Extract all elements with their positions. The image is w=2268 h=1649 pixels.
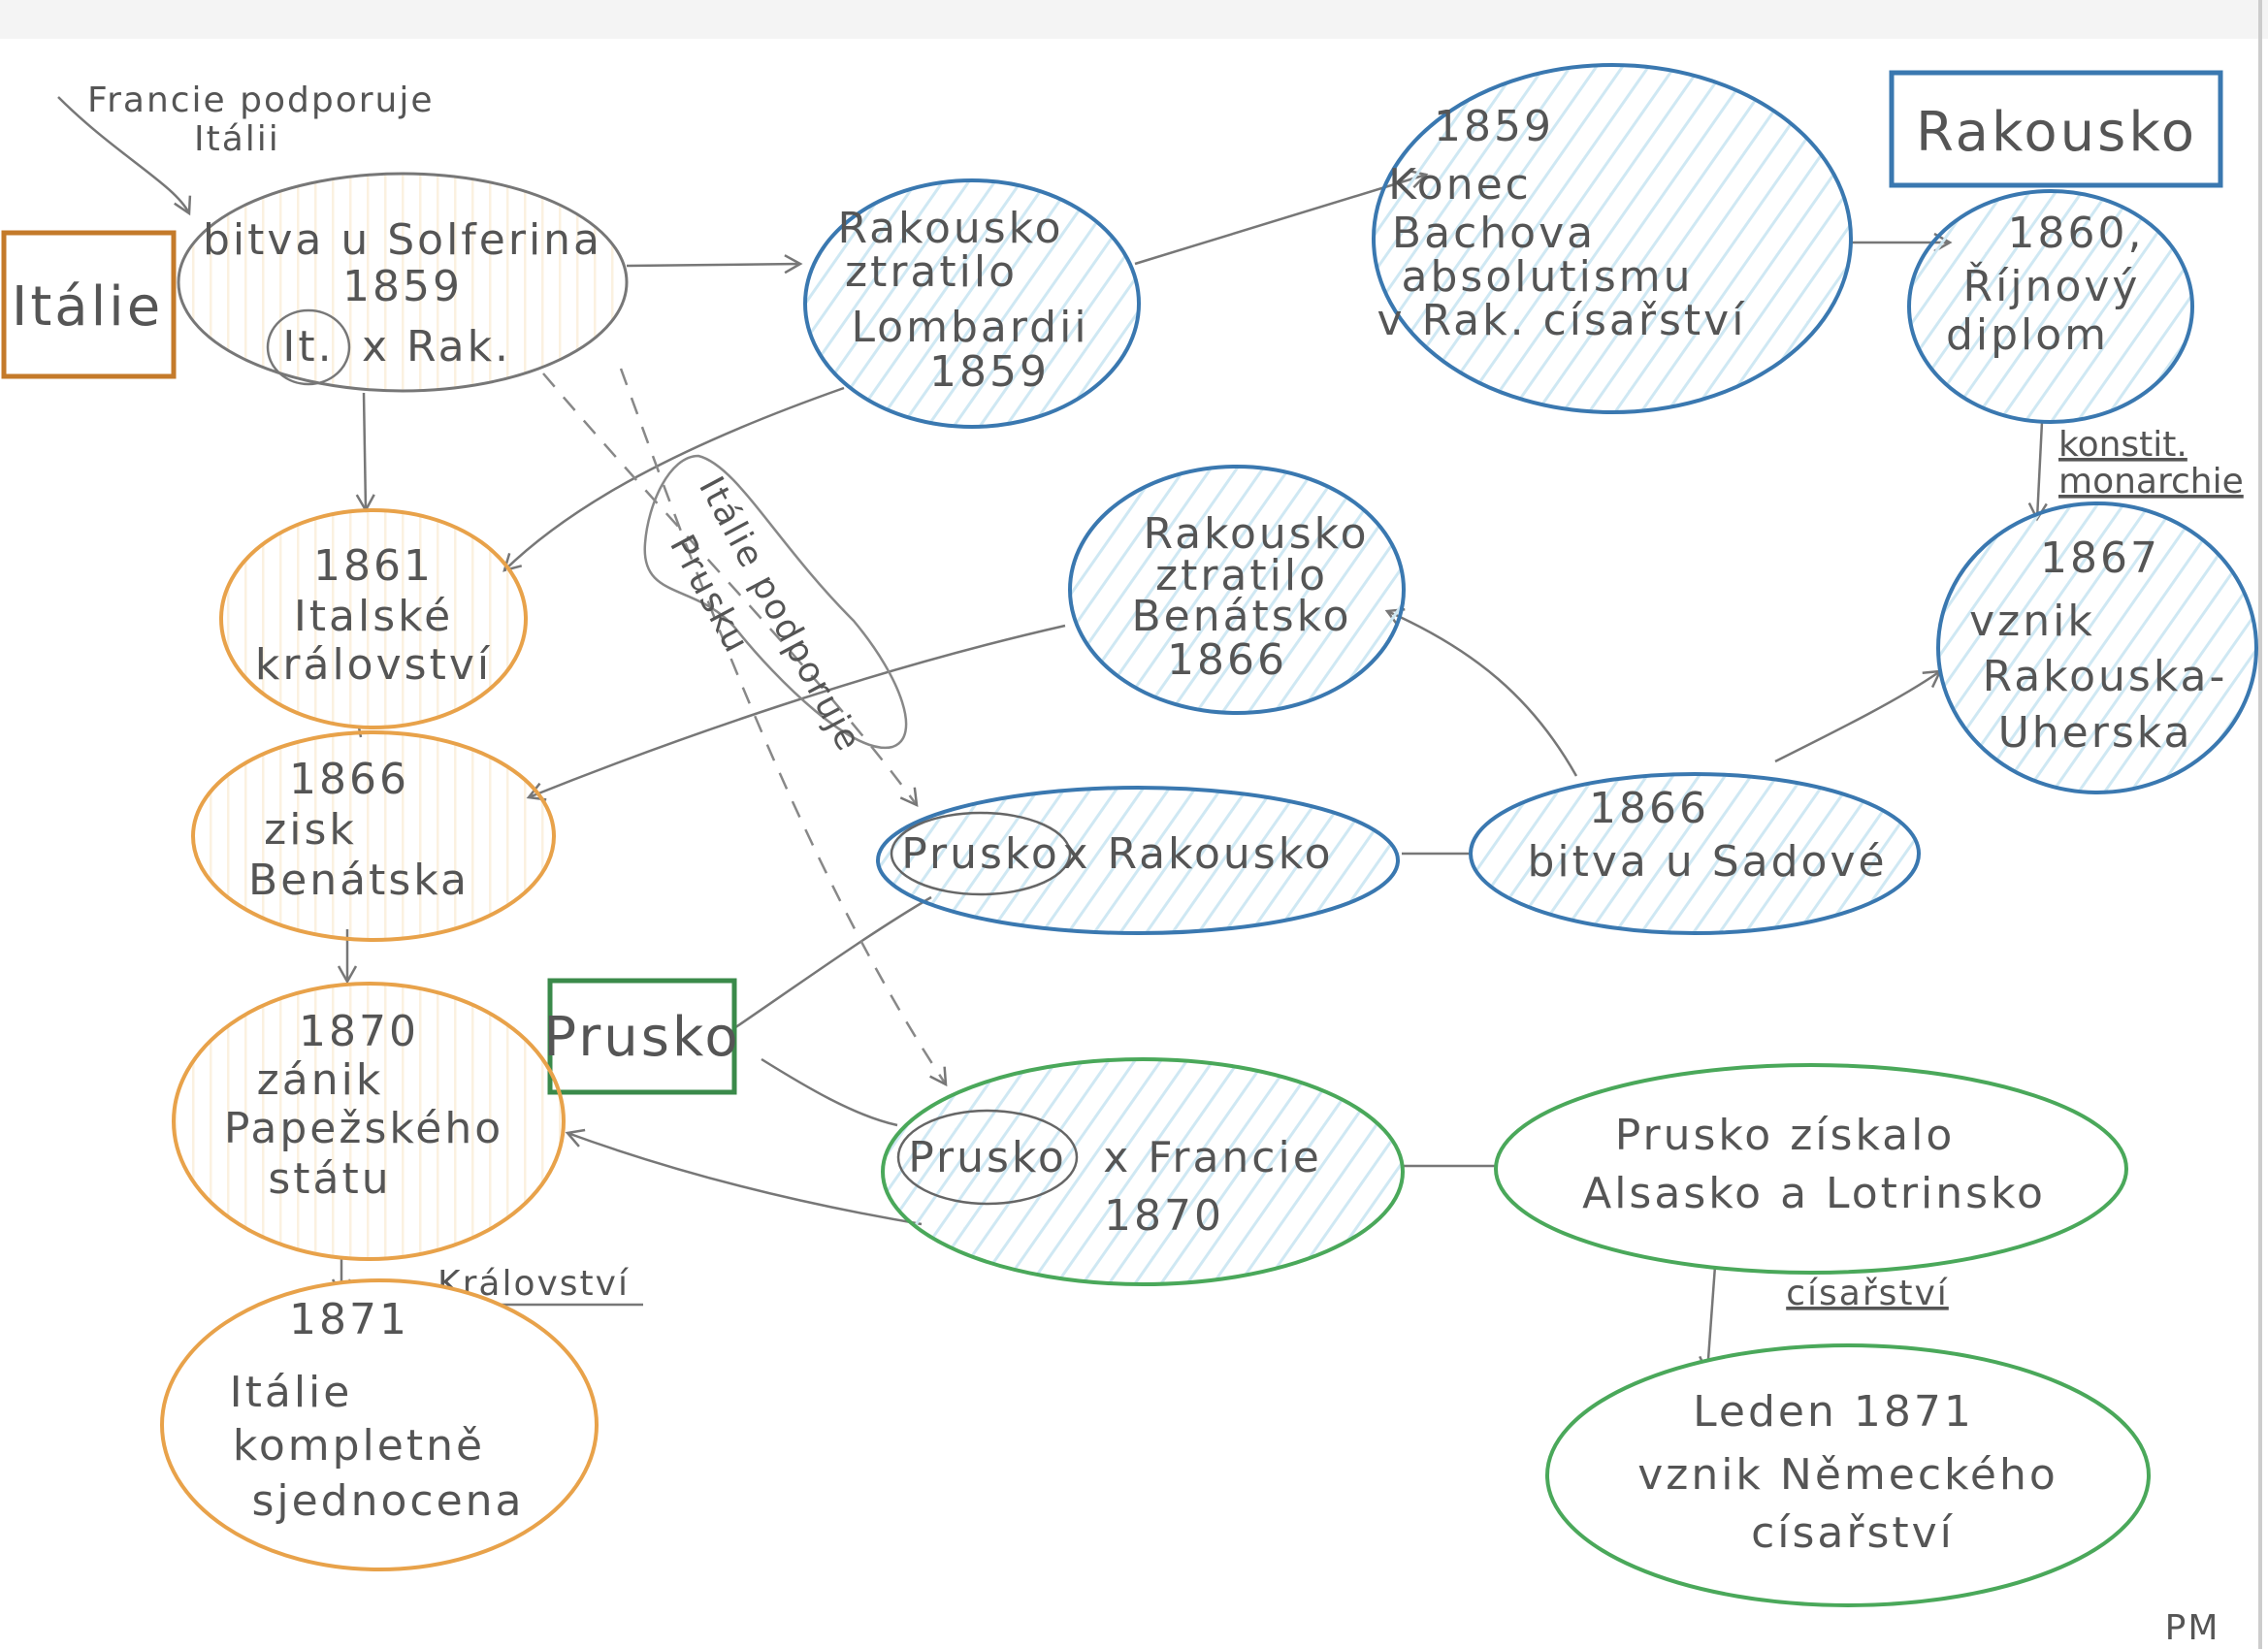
node-line: Říjnový — [1963, 261, 2141, 311]
node-solferino-italy: It. — [282, 322, 334, 372]
node-line: 1866 — [1589, 784, 1709, 833]
node-rakousko-uhersko: 1867 vznik Rakouska- Uherska — [1936, 501, 2258, 794]
edge-lombardie-italske-kralovstvi — [502, 386, 845, 572]
node-benatsko-ztrata: Rakousko ztratilo Benátsko 1866 — [1068, 465, 1406, 715]
annotation-francie-line2: Itálii — [194, 119, 280, 159]
node-line: 1871 — [289, 1295, 409, 1344]
node-italie-sjednocena: 1871 Itálie kompletně sjednocena — [160, 1278, 599, 1571]
node-line: Benátska — [248, 856, 470, 905]
edge-sadova-benatsko — [1384, 608, 1578, 777]
node-line: státu — [268, 1154, 391, 1204]
edge-dashed-solferino-prusko-rakousko — [542, 372, 919, 808]
node-line: ztratilo — [845, 247, 1018, 297]
node-italske-kralovstvi: 1861 Italské království — [219, 508, 528, 729]
signature: PM — [2165, 1608, 2220, 1648]
box-italie: Itálie — [1, 230, 177, 379]
node-line: 1859 — [1434, 102, 1554, 151]
node-line: Leden 1871 — [1693, 1387, 1974, 1437]
scan-margin — [0, 0, 2268, 39]
edge-benatsko-ztrata-zisk — [526, 624, 1066, 801]
annotation-konstit-line1: konstit. — [2058, 425, 2187, 465]
edge-francie-papezsky — [565, 1128, 923, 1226]
node-line: 1866 — [1167, 635, 1287, 685]
node-line: bitva u Sadové — [1527, 837, 1887, 887]
node-prusko-francie-vs: x Francie — [1103, 1133, 1322, 1182]
node-line: vznik Německého — [1637, 1450, 2058, 1500]
node-solferino-line1: bitva u Solferina — [203, 215, 602, 265]
node-line: Uherska — [1998, 708, 2193, 758]
node-line: sjednocena — [251, 1476, 524, 1526]
node-benatsko-zisk: 1866 zisk Benátska — [191, 730, 556, 942]
edge-francie-solferino — [57, 96, 192, 216]
node-line: 1861 — [313, 541, 434, 591]
node-prusko-rakousko-vs: x Rakousko — [1062, 829, 1333, 879]
node-line: Rakousko — [1143, 509, 1369, 559]
node-line: Lombardii — [851, 303, 1088, 352]
node-solferino: bitva u Solferina 1859 It. x Rak. — [177, 172, 629, 393]
node-line: Prusko získalo — [1615, 1111, 1956, 1160]
node-line: Rakousko — [837, 204, 1063, 253]
edge-dashed-solferino-prusko-francie — [619, 368, 948, 1087]
node-alsasko: Prusko získalo Alsasko a Lotrinsko — [1494, 1063, 2128, 1275]
edges — [57, 96, 2048, 1375]
node-bach: 1859 Konec Bachova absolutismu v Rak. cí… — [1372, 63, 1853, 414]
edge-solferino-lombardie — [626, 254, 803, 275]
annotation-cisarstvi: císařství — [1786, 1274, 1949, 1313]
annotation-italie-podporuje-prusku: Itálie podporuje Prusku — [643, 454, 908, 759]
edge-prusko-box-rakousko — [733, 895, 932, 1030]
node-line: vznik — [1969, 597, 2095, 646]
box-rakousko: Rakousko — [1889, 70, 2223, 188]
box-rakousko-label: Rakousko — [1916, 101, 2197, 164]
node-line: království — [255, 640, 492, 690]
node-prusko-francie: Prusko x Francie 1870 — [881, 1057, 1405, 1286]
node-line: císařství — [1751, 1508, 1955, 1558]
node-papezsky-stat: 1870 zánik Papežského státu — [172, 982, 566, 1261]
node-line: zisk — [264, 805, 357, 855]
annotation-konstit-line2: monarchie — [2058, 462, 2244, 501]
box-italie-label: Itálie — [12, 275, 163, 339]
node-line: kompletně — [233, 1421, 485, 1471]
node-solferino-vs: x Rak. — [362, 322, 511, 372]
node-prusko-francie-prusko: Prusko — [908, 1133, 1067, 1182]
node-line: Itálie — [230, 1368, 353, 1417]
node-line: Italské — [294, 592, 453, 641]
node-prusko-rakousko: Prusko x Rakousko — [876, 786, 1400, 935]
node-line: absolutismu — [1402, 252, 1694, 302]
node-line: 1866 — [289, 755, 409, 804]
node-line: ztratilo — [1155, 551, 1328, 600]
node-line: Alsasko a Lotrinsko — [1582, 1169, 2046, 1218]
node-sadova: 1866 bitva u Sadové — [1469, 772, 1921, 935]
node-nemecke-cisarstvi: Leden 1871 vznik Německého císařství — [1545, 1343, 2151, 1607]
node-line: diplom — [1946, 310, 2109, 360]
node-line: 1870 — [299, 1007, 419, 1056]
edge-sadova-rakousko-uhersko — [1774, 669, 1943, 763]
node-solferino-line2: 1859 — [342, 262, 463, 311]
node-line: 1859 — [929, 347, 1050, 397]
box-prusko: Prusko — [543, 978, 740, 1095]
edge-rijnovy-rakousko-uhersko — [2027, 421, 2048, 522]
node-line: Rakouska- — [1983, 652, 2228, 701]
edge-solferino-italske-kralovstvi — [355, 392, 375, 513]
node-line: v Rak. císařství — [1377, 296, 1747, 345]
node-line: zánik — [257, 1055, 384, 1105]
node-line: Konec — [1388, 160, 1532, 210]
node-line: Benátsko — [1131, 592, 1351, 641]
node-prusko-francie-year: 1870 — [1104, 1191, 1224, 1241]
node-rijnovy-diplom: 1860, Říjnový diplom — [1907, 189, 2194, 424]
node-prusko-rakousko-prusko: Prusko — [901, 829, 1060, 879]
box-prusko-label: Prusko — [543, 1006, 740, 1069]
node-line: Papežského — [224, 1104, 503, 1153]
edge-lombardie-bach — [1134, 169, 1429, 266]
node-lombardie: Rakousko ztratilo Lombardii 1859 — [803, 178, 1141, 429]
node-line: 1860, — [2008, 209, 2145, 258]
node-line: Bachova — [1392, 209, 1596, 258]
edge-alsasko-nemecko — [1699, 1265, 1719, 1375]
node-line: 1867 — [2040, 534, 2160, 583]
annotation-francie-line1: Francie podporuje — [87, 81, 435, 120]
edge-prusko-box-francie — [761, 1057, 898, 1127]
